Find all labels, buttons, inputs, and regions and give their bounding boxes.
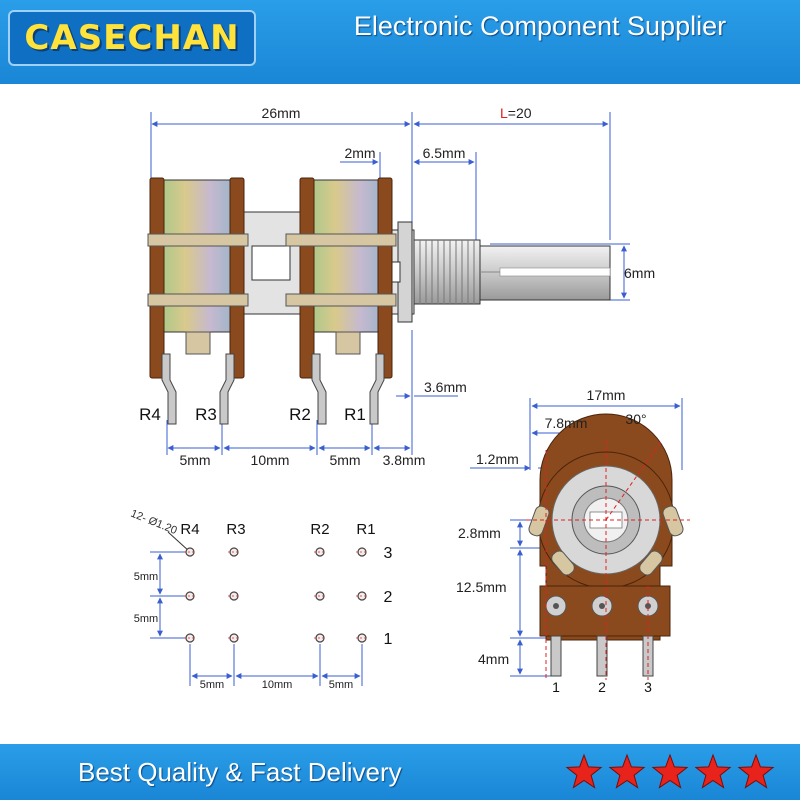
- dim-2mm: 2mm: [344, 145, 375, 161]
- tagline: Electronic Component Supplier: [353, 11, 727, 41]
- dim-12-5mm: 12.5mm: [456, 579, 507, 595]
- pcb-row-3: 3: [384, 545, 393, 562]
- brand-logo: CASECHAN: [8, 10, 256, 66]
- dim-shaft-length-prefix: L: [500, 105, 508, 121]
- dim-17mm: 17mm: [587, 387, 626, 403]
- dim-7-8mm: 7.8mm: [545, 415, 588, 431]
- dim-shaft-length-value: =20: [508, 105, 532, 121]
- pcb-layout: 12- Ø1.20 R4 R3 R2 R: [129, 508, 393, 691]
- pin-label-r4: R4: [139, 405, 161, 424]
- pcb-row-pitch-upper: 5mm: [134, 571, 158, 583]
- angle-30: 30°: [625, 411, 646, 427]
- pcb-spacing-5mm-b: 5mm: [329, 679, 353, 691]
- pcb-col-r2: R2: [310, 521, 329, 538]
- side-view: 26mm L=20 2mm 6.5mm 6mm 3.6mm R4 R3 R2 R…: [139, 105, 655, 468]
- pin-label-r1: R1: [344, 405, 366, 424]
- technical-drawing: 26mm L=20 2mm 6.5mm 6mm 3.6mm R4 R3 R2 R…: [129, 105, 690, 695]
- pcb-row-2: 2: [384, 589, 393, 606]
- dim-shaft-length: L=20: [500, 105, 532, 121]
- header-banner: CASECHAN Electronic Component Supplier: [0, 0, 800, 84]
- pcb-col-r3: R3: [226, 521, 245, 538]
- dim-2-8mm: 2.8mm: [458, 525, 501, 541]
- pcb-col-r4: R4: [180, 521, 199, 538]
- side-spacing-5mm-a: 5mm: [179, 452, 210, 468]
- side-spacing-3-8mm: 3.8mm: [383, 452, 426, 468]
- side-spacing-10mm: 10mm: [251, 452, 290, 468]
- pcb-col-r1: R1: [356, 521, 375, 538]
- dim-4mm: 4mm: [478, 651, 509, 667]
- terminal-3: 3: [644, 679, 652, 695]
- pin-label-r3: R3: [195, 405, 217, 424]
- dim-1-2mm: 1.2mm: [476, 451, 519, 467]
- star-icon: [651, 753, 689, 789]
- pcb-row-pitch-lower: 5mm: [134, 613, 158, 625]
- star-icon: [737, 753, 775, 789]
- star-icon: [565, 753, 603, 789]
- terminal-2: 2: [598, 679, 606, 695]
- pcb-row-1: 1: [384, 631, 393, 648]
- pin-label-r2: R2: [289, 405, 311, 424]
- pcb-spacing-5mm-a: 5mm: [200, 679, 224, 691]
- dim-total-width: 26mm: [262, 105, 301, 121]
- star-icon: [608, 753, 646, 789]
- dim-6mm: 6mm: [624, 265, 655, 281]
- footer-banner: Best Quality & Fast Delivery: [0, 744, 800, 800]
- hole-spec: 12- Ø1.20: [129, 508, 179, 537]
- front-view: 17mm 7.8mm 30° 1.2mm 2.8mm 12.5mm 4mm 1 …: [456, 387, 690, 695]
- terminal-1: 1: [552, 679, 560, 695]
- side-spacing-5mm-b: 5mm: [329, 452, 360, 468]
- rating-stars: [565, 753, 775, 789]
- footer-slogan: Best Quality & Fast Delivery: [78, 757, 402, 787]
- dim-6-5mm: 6.5mm: [423, 145, 466, 161]
- pcb-spacing-10mm: 10mm: [262, 679, 293, 691]
- dim-3-6mm: 3.6mm: [424, 379, 467, 395]
- star-icon: [694, 753, 732, 789]
